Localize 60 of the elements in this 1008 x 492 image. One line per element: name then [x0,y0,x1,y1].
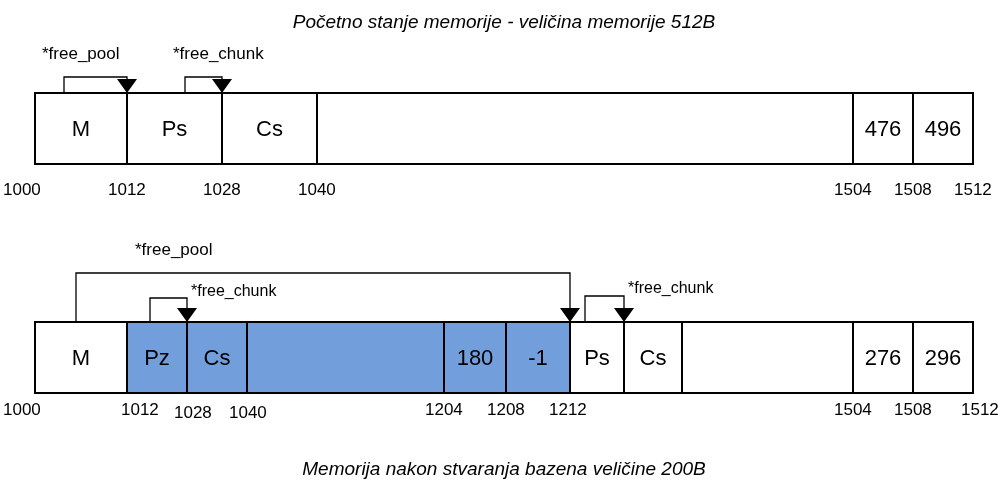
address-label: 1012 [121,400,159,420]
address-label: 1208 [487,400,525,420]
memory-block-allocated [126,321,188,394]
block-value: Pz [144,344,170,371]
address-label: 1504 [834,180,872,200]
block-value: 476 [864,115,902,142]
block-value: Cs [203,344,231,371]
edge-label: *free_chunk [628,279,714,297]
block-value: 276 [864,344,902,371]
edge-label: *free_chunk [173,44,264,64]
memory-block-allocated [443,321,507,394]
address-label: 1204 [425,400,463,420]
block-value: Ps [161,115,188,142]
edge-label: *free_chunk [191,282,277,300]
memory-block [852,321,914,394]
pointer-arrow [149,297,194,323]
memory-block [34,321,128,394]
block-value: -1 [528,344,548,371]
diagram-title: Početno stanje memorije - veličina memorije 512B [291,11,717,33]
address-label: 1012 [108,180,146,200]
memory-block [623,321,683,394]
block-value: M [71,344,91,371]
block-value: Cs [639,344,667,371]
address-label: 1040 [298,180,336,200]
block-value: 296 [924,344,962,371]
address-label: 1508 [894,180,932,200]
pointer-arrow [75,272,577,323]
address-label: 1508 [894,400,932,420]
address-label: 1000 [3,180,41,200]
edge-label: *free_pool [135,240,213,260]
block-value: Cs [256,115,283,142]
edge-label: *free_pool [42,44,120,64]
memory-block [681,321,854,394]
memory-block [852,92,914,165]
block-value: Ps [584,344,610,371]
address-label: 1212 [549,400,587,420]
block-value: M [71,115,91,142]
memory-block-allocated [505,321,571,394]
pointer-arrow [584,295,631,323]
address-label: 1000 [3,400,41,420]
memory-block-allocated [186,321,248,394]
address-label: 1040 [229,403,267,423]
diagram-caption: Memorija nakon stvaranja bazena veličine 200B [301,458,707,480]
memory-block [221,92,318,165]
memory-block [912,321,974,394]
address-label: 1512 [961,400,999,420]
memory-block [569,321,625,394]
block-value: 180 [456,344,494,371]
memory-block [126,92,223,165]
memory-block-allocated [246,321,445,394]
memory-block [912,92,974,165]
address-label: 1512 [954,180,992,200]
address-label: 1028 [203,180,241,200]
memory-block [34,92,128,165]
address-label: 1504 [834,400,872,420]
address-label: 1028 [174,403,212,423]
block-value: 496 [924,115,962,142]
pointer-arrow [63,76,134,94]
memory-block [316,92,854,165]
pointer-arrow [184,76,229,94]
